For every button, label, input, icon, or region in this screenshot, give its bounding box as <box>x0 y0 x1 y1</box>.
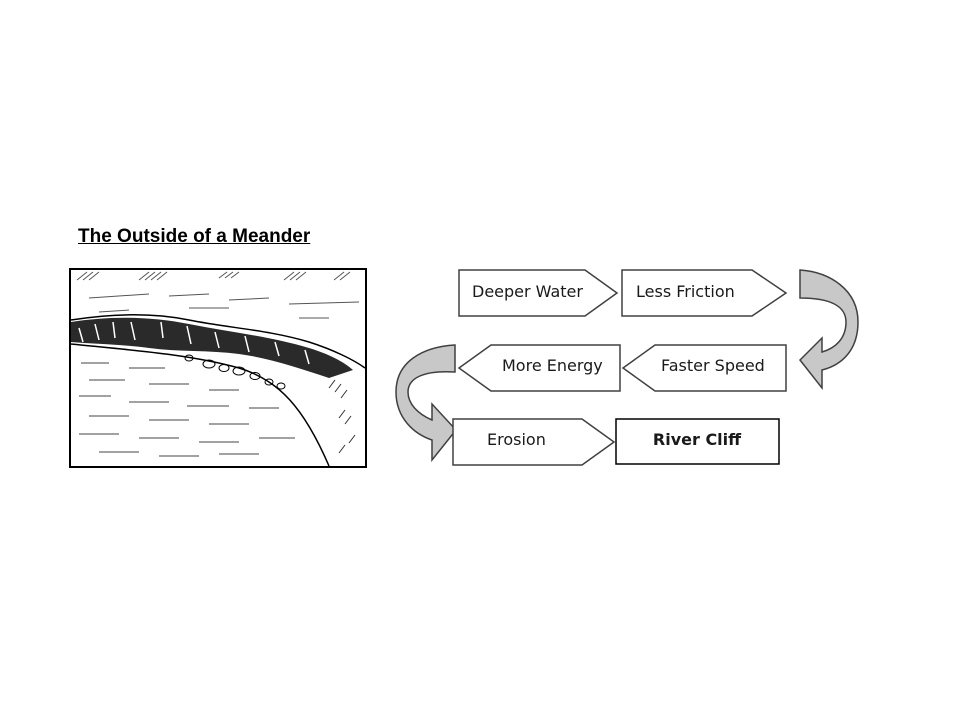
flow-label: Deeper Water <box>472 282 583 301</box>
flow-label: Less Friction <box>636 282 735 301</box>
meander-outside-illustration <box>69 268 367 468</box>
flow-box-deeper-water: Deeper Water <box>458 269 619 317</box>
flow-box-less-friction: Less Friction <box>621 269 788 317</box>
flow-label: Erosion <box>487 430 546 449</box>
flow-box-erosion: Erosion <box>452 418 616 466</box>
flow-label: More Energy <box>502 356 603 375</box>
curved-arrow-right-icon <box>798 269 859 391</box>
diagram-title: The Outside of a Meander <box>78 226 311 247</box>
flow-label-result: River Cliff <box>653 430 742 449</box>
flow-box-faster-speed: Faster Speed <box>621 344 787 392</box>
flow-label: Faster Speed <box>661 356 765 375</box>
flow-box-more-energy: More Energy <box>457 344 621 392</box>
flow-box-river-cliff: River Cliff <box>615 418 780 465</box>
curved-arrow-left-icon <box>395 344 457 463</box>
